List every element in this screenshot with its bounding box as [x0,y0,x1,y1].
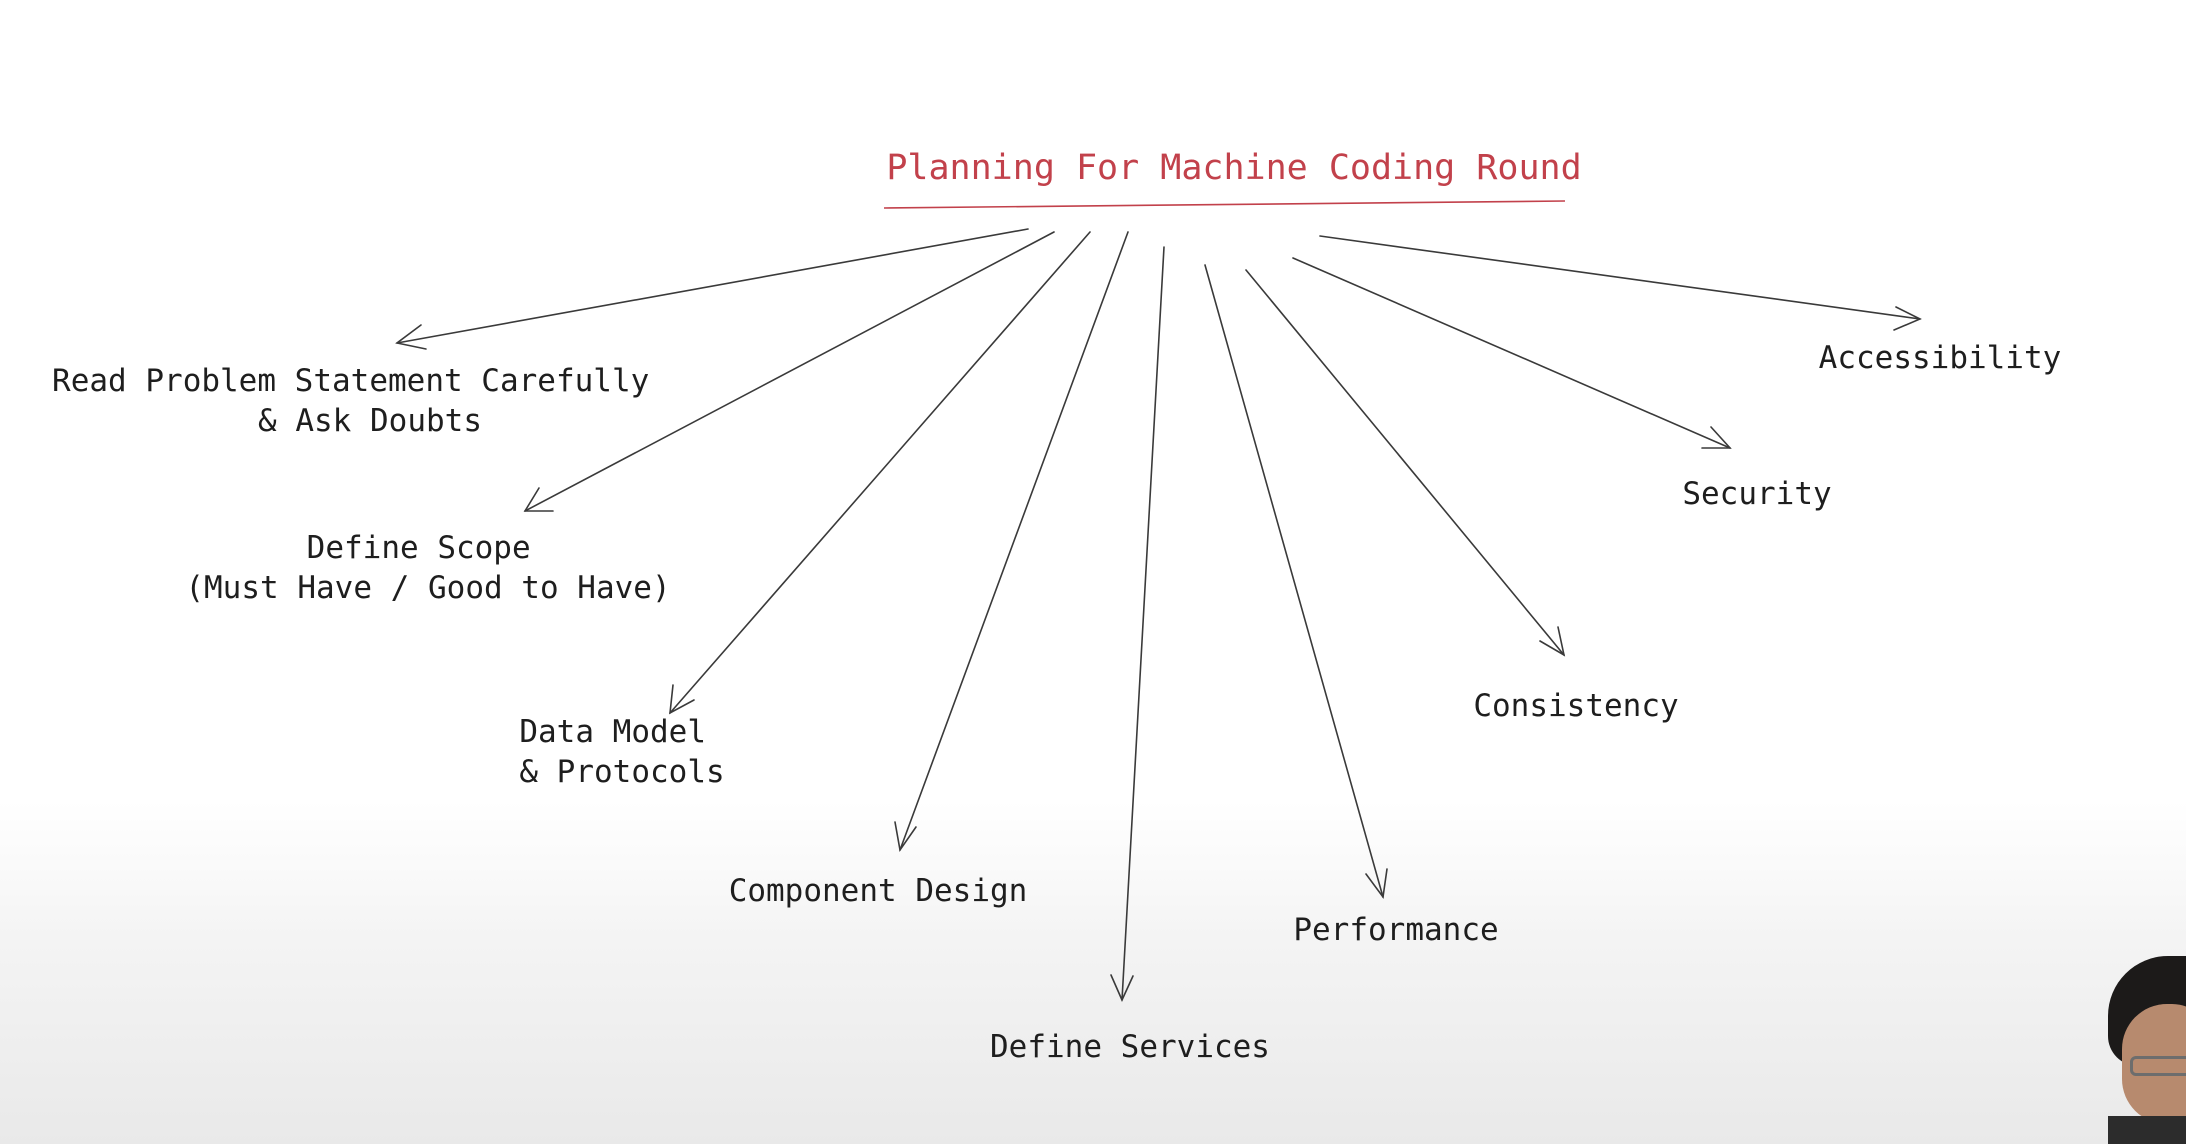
node-performance-line-1: Performance [1293,912,1498,948]
node-performance: Performance [1293,912,1498,948]
arrow-performance [1204,264,1388,900]
node-read-problem-line-1: Read Problem Statement Carefully [52,363,649,399]
node-security-line-1: Security [1682,476,1831,512]
node-data-model: Data Model & Protocols [519,714,724,790]
node-read-problem: Read Problem Statement Carefully & Ask D… [52,363,668,439]
arrow-read-problem [395,228,1029,350]
arrow-consistency [1245,269,1566,657]
node-define-services: Define Services [990,1029,1270,1065]
arrow-define-services [1110,246,1165,1002]
arrow-data-model [669,231,1091,715]
diagram-title: Planning For Machine Coding Round [886,148,1581,188]
node-data-model-line-1: Data Model [519,714,706,750]
node-component-design: Component Design [729,873,1028,909]
node-consistency: Consistency [1473,688,1678,724]
presenter-glasses [2130,1056,2186,1076]
arrow-component-design [894,231,1129,853]
node-security: Security [1682,476,1831,512]
node-define-services-line-1: Define Services [990,1029,1270,1065]
arrow-security [1292,257,1732,449]
node-define-scope-line-1: Define Scope [307,530,531,566]
presenter-video [2108,956,2186,1144]
title-underline [883,200,1566,209]
node-define-scope-line-2: (Must Have / Good to Have) [185,570,670,606]
node-component-design-line-1: Component Design [729,873,1028,909]
node-data-model-line-2: & Protocols [519,754,724,790]
arrow-accessibility [1319,235,1922,331]
node-accessibility-line-1: Accessibility [1819,340,2062,376]
presenter-shirt [2108,1116,2186,1144]
node-define-scope: Define Scope (Must Have / Good to Have) [185,530,670,606]
node-accessibility: Accessibility [1819,340,2062,376]
arrow-define-scope [523,231,1055,512]
node-consistency-line-1: Consistency [1473,688,1678,724]
node-read-problem-line-2: & Ask Doubts [258,403,482,439]
